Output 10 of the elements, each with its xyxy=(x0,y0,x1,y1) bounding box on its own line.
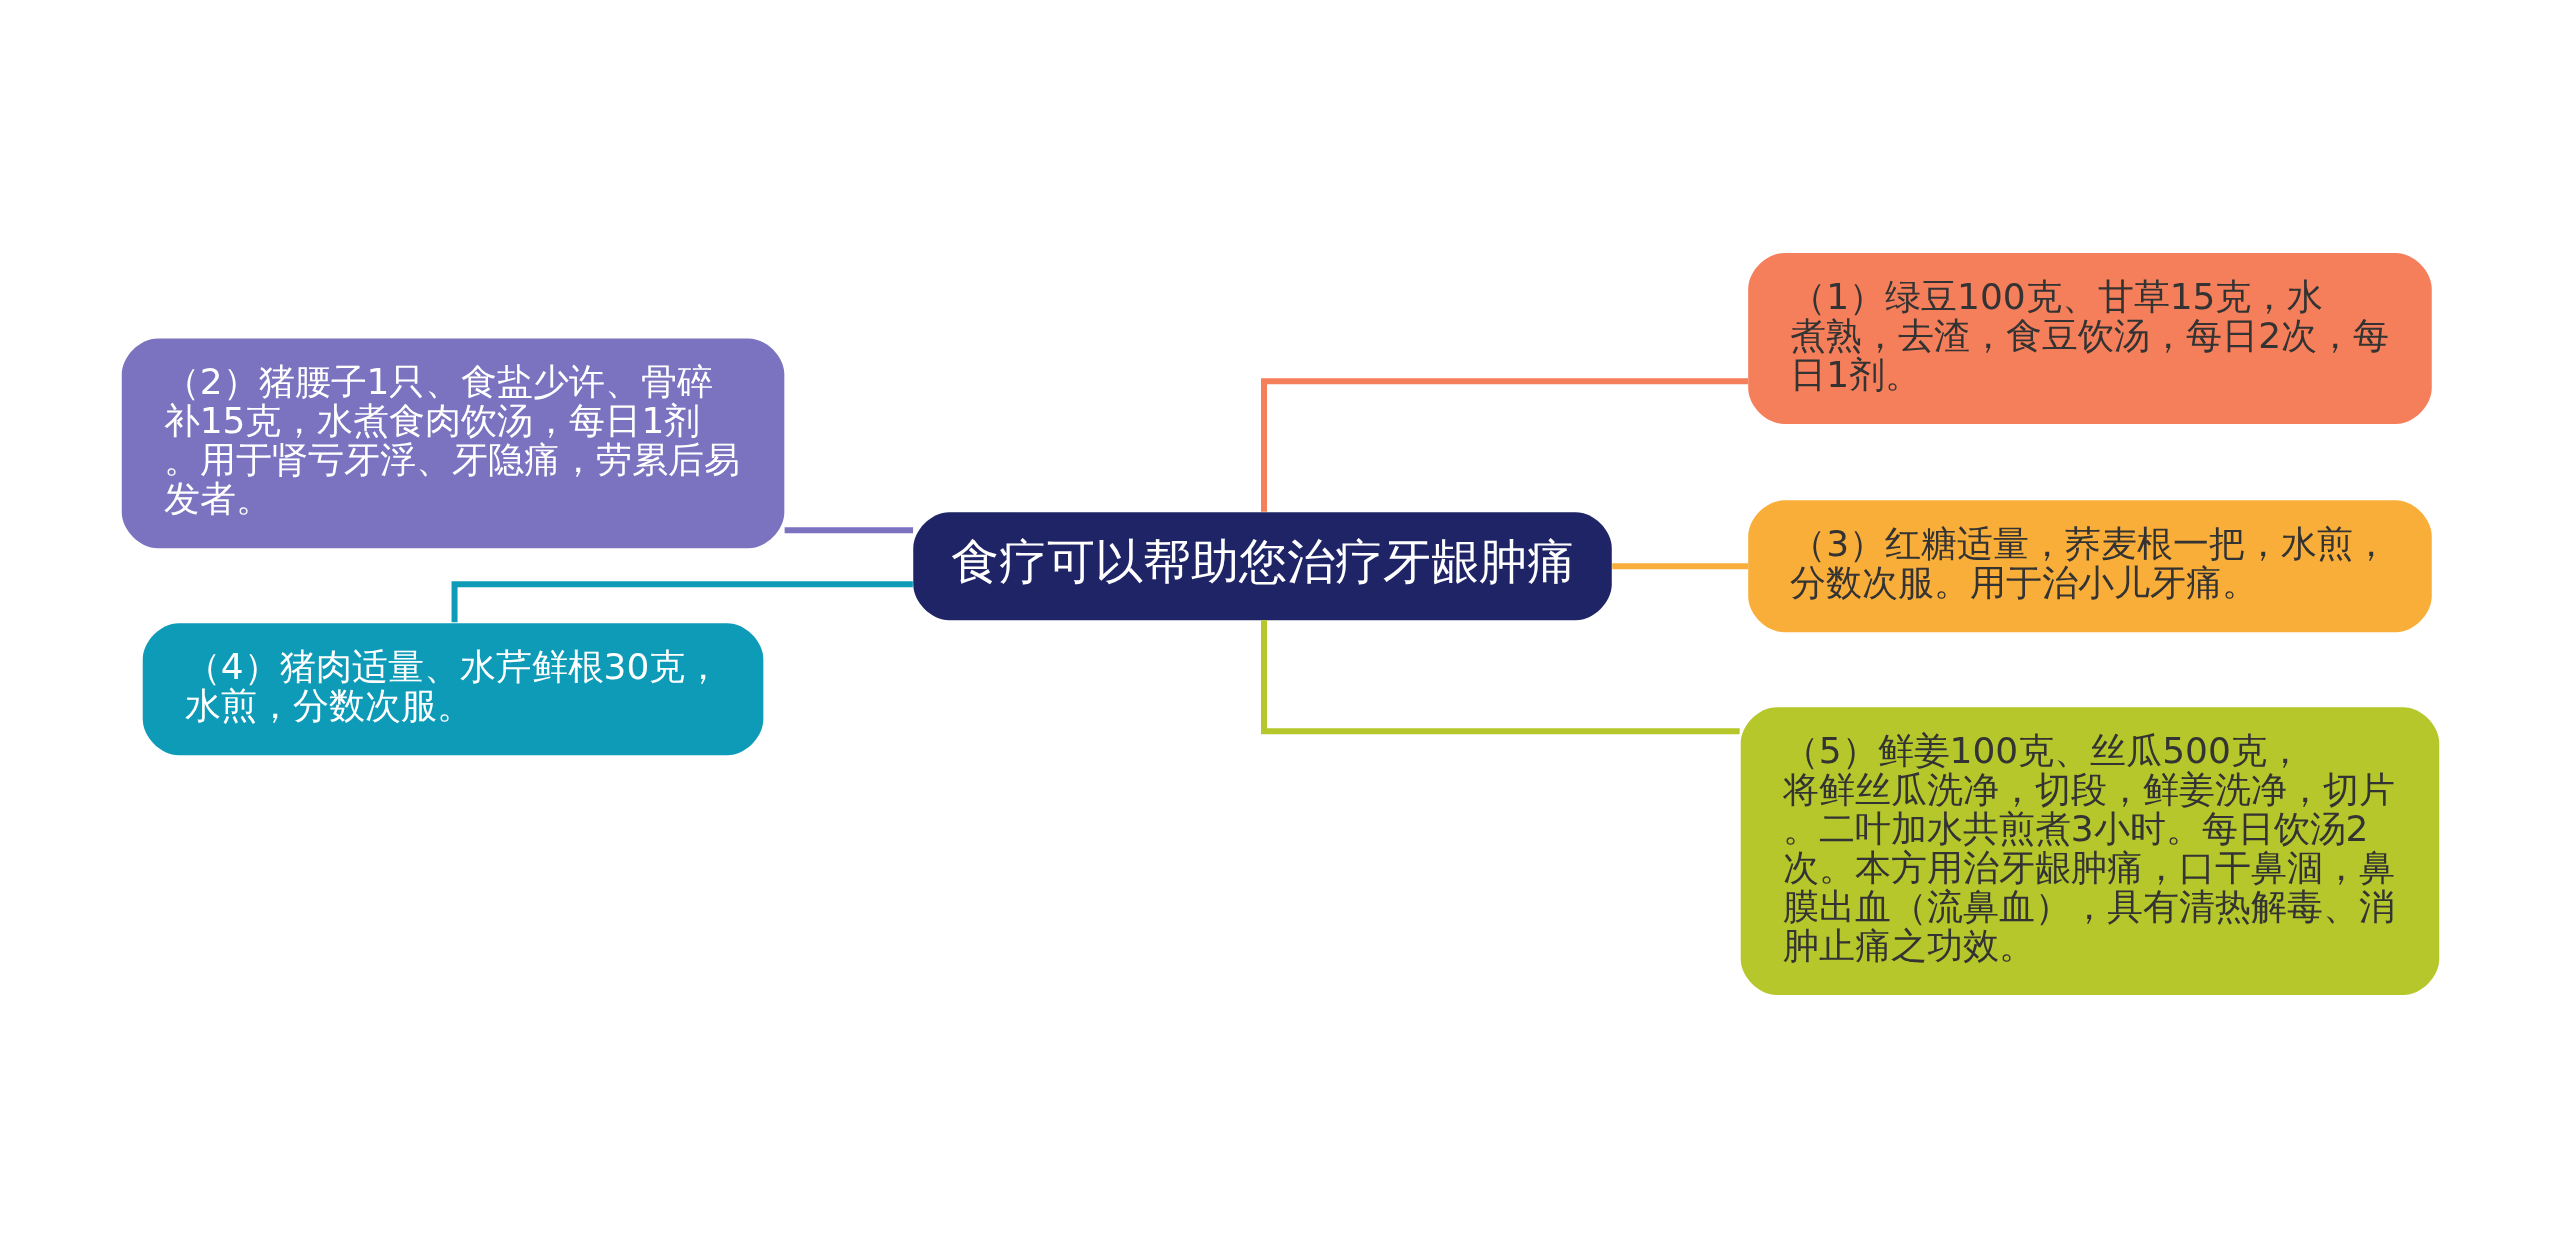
connector xyxy=(1260,619,1740,734)
node-box: 食疗可以帮助您治疗牙龈肿痛 xyxy=(912,511,1612,620)
node-box: （4）猪肉适量、水芹鲜根30克，水煎，分数次服。 xyxy=(142,622,763,755)
connector xyxy=(1611,562,1748,569)
connector xyxy=(1260,377,1748,512)
node-box: （3）红糖适量，荞麦根一把，水煎，分数次服。用于治小儿牙痛。 xyxy=(1747,499,2432,632)
connector xyxy=(784,526,913,533)
node-box: （1）绿豆100克、甘草15克，水煮熟，去渣，食豆饮汤，每日2次，每日1剂。 xyxy=(1747,252,2432,424)
node-box: （2）猪腰子1只、食盐少许、骨碎补15克，水煮食肉饮汤，每日1剂。用于肾亏牙浮、牙隐痛，劳累后易发者。 xyxy=(121,337,784,548)
node-box: （5）鲜姜100克、丝瓜500克，将鲜丝瓜洗净，切段，鲜姜洗净，切片。二叶加水共煎煮3小时。每日饮汤2次。本方用治牙龈肿痛，口干鼻涸，鼻膜出血（流鼻血），具有清热解毒、消肿止痛之功效。 xyxy=(1740,706,2439,995)
